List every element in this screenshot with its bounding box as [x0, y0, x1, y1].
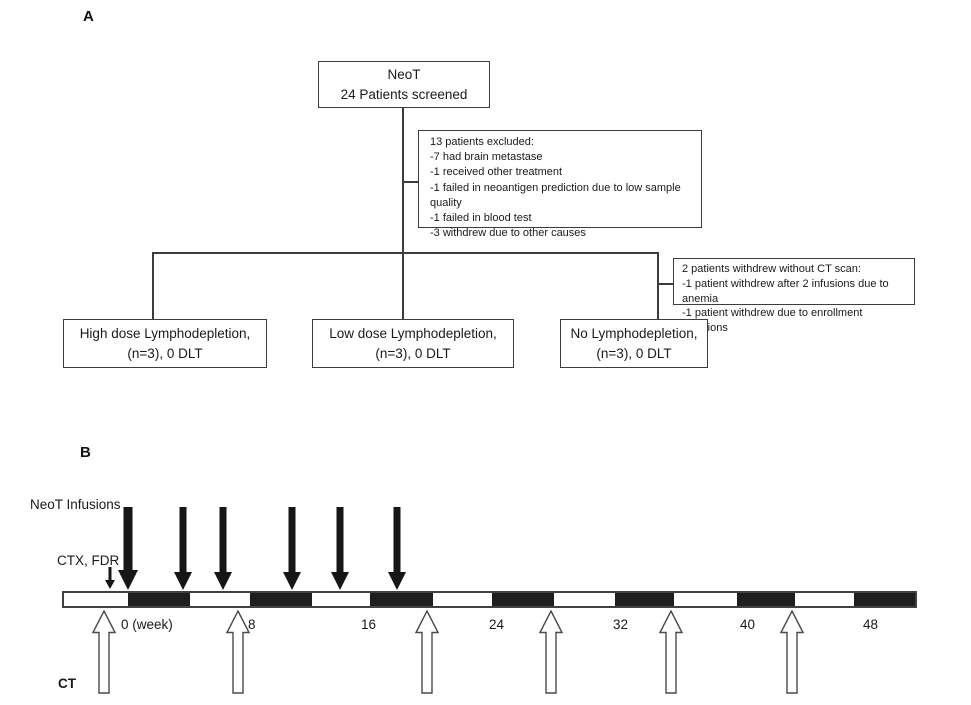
arrow-shaft	[108, 567, 112, 581]
infusion-down-arrow	[282, 507, 302, 590]
arm-low-line: (n=3), 0 DLT	[375, 345, 451, 361]
arm-none-line: No Lymphodepletion,	[570, 325, 698, 341]
ct-scan-up-arrow	[415, 610, 439, 694]
week-tick-label: 48	[863, 617, 879, 632]
ctx-fdr-down-arrow	[104, 567, 116, 590]
withdrew-line: 2 patients withdrew without CT scan:	[682, 263, 861, 275]
box-patients-screened: NeoT 24 Patients screened	[318, 61, 490, 108]
timeline-segment-white	[433, 593, 492, 606]
arrow-shaft	[288, 507, 296, 573]
arrow-head	[105, 580, 115, 589]
excluded-line: -1 failed in blood test	[430, 212, 532, 225]
arrow-head	[388, 572, 406, 590]
timeline-segment-black	[370, 593, 433, 606]
timeline-segment-black	[615, 593, 674, 606]
arm-low-line: Low dose Lymphodepletion,	[329, 325, 497, 341]
excluded-line: -1 received other treatment	[430, 166, 563, 179]
up-arrow-icon	[539, 610, 563, 694]
timeline-segment-white	[674, 593, 737, 606]
panel-b-label: B	[80, 444, 91, 461]
timeline-segment-white	[312, 593, 370, 606]
up-arrow-icon	[92, 610, 116, 694]
infusion-down-arrow	[387, 507, 407, 590]
arrow-head	[174, 572, 192, 590]
timeline-segment-white	[190, 593, 250, 606]
arrow-shaft	[393, 507, 401, 573]
infusion-down-arrow	[173, 507, 193, 590]
connector-to-withdrew-box	[657, 283, 674, 285]
arrow-head	[118, 570, 138, 590]
screened-line: NeoT	[387, 66, 421, 82]
connector-arm-high-vertical	[152, 252, 154, 319]
box-arm-high-dose: High dose Lymphodepletion, (n=3), 0 DLT	[63, 319, 267, 368]
withdrew-line: -1 patient withdrew due to enrollment vi…	[682, 307, 863, 334]
up-arrow-icon	[415, 610, 439, 694]
timeline-segment-white	[64, 593, 128, 606]
neot-infusions-label: NeoT Infusions	[30, 497, 121, 512]
week-tick-label: 40	[740, 617, 756, 632]
withdrew-line: -1 patient withdrew after 2 infusions du…	[682, 277, 889, 305]
timeline-segment-black	[250, 593, 312, 606]
arrow-head	[214, 572, 232, 590]
box-arm-low-dose: Low dose Lymphodepletion, (n=3), 0 DLT	[312, 319, 514, 368]
panel-a-label: A	[83, 8, 94, 25]
connector-split-horizontal	[152, 252, 658, 254]
excluded-line: 13 patients excluded:	[430, 136, 534, 148]
connector-arm-low-vertical	[402, 252, 404, 319]
week-tick-label: 0 (week)	[121, 617, 173, 632]
infusion-down-arrow	[330, 507, 350, 590]
ct-label: CT	[58, 676, 76, 691]
timeline-segment-black	[737, 593, 795, 606]
up-arrow-icon	[780, 610, 804, 694]
connector-arm-none-vertical	[657, 252, 659, 319]
ct-scan-up-arrow	[226, 610, 250, 694]
timeline-segment-white	[554, 593, 615, 606]
arrow-shaft	[219, 507, 227, 573]
ctx-fdr-label: CTX, FDR	[57, 553, 120, 568]
timeline-segment-black	[128, 593, 190, 606]
excluded-line: -7 had brain metastase	[430, 151, 543, 164]
arm-high-line: (n=3), 0 DLT	[127, 345, 203, 361]
up-arrow-icon	[659, 610, 683, 694]
connector-main-vertical	[402, 108, 404, 253]
arrow-shaft	[123, 507, 133, 573]
connector-to-excluded-box	[403, 181, 419, 183]
ct-scan-up-arrow	[92, 610, 116, 694]
ct-scan-up-arrow	[780, 610, 804, 694]
excluded-line: -1 failed in neoantigen prediction due t…	[430, 181, 681, 209]
arm-none-line: (n=3), 0 DLT	[596, 345, 672, 361]
box-patients-withdrew: 2 patients withdrew without CT scan: -1 …	[673, 258, 915, 334]
box-patients-excluded: 13 patients excluded: -7 had brain metas…	[418, 130, 702, 239]
up-arrow-icon	[226, 610, 250, 694]
timeline-segment-black	[492, 593, 554, 606]
arm-high-line: High dose Lymphodepletion,	[79, 325, 251, 341]
arrow-shaft	[179, 507, 187, 573]
arrow-head	[331, 572, 349, 590]
box-arm-no-lymphodepletion: No Lymphodepletion, (n=3), 0 DLT	[560, 319, 708, 368]
excluded-line: -3 withdrew due to other causes	[430, 227, 586, 240]
infusion-down-arrow	[213, 507, 233, 590]
timeline-segment-black	[854, 593, 915, 606]
week-tick-label: 16	[361, 617, 377, 632]
arrow-head	[283, 572, 301, 590]
ct-scan-up-arrow	[539, 610, 563, 694]
timeline-bar	[62, 591, 917, 608]
week-tick-label: 24	[489, 617, 505, 632]
ct-scan-up-arrow	[659, 610, 683, 694]
week-tick-label: 32	[613, 617, 629, 632]
week-tick-label: 8	[248, 617, 256, 632]
screened-line: 24 Patients screened	[340, 86, 468, 102]
infusion-down-arrow	[118, 507, 138, 590]
timeline-segment-white	[795, 593, 854, 606]
arrow-shaft	[336, 507, 344, 573]
